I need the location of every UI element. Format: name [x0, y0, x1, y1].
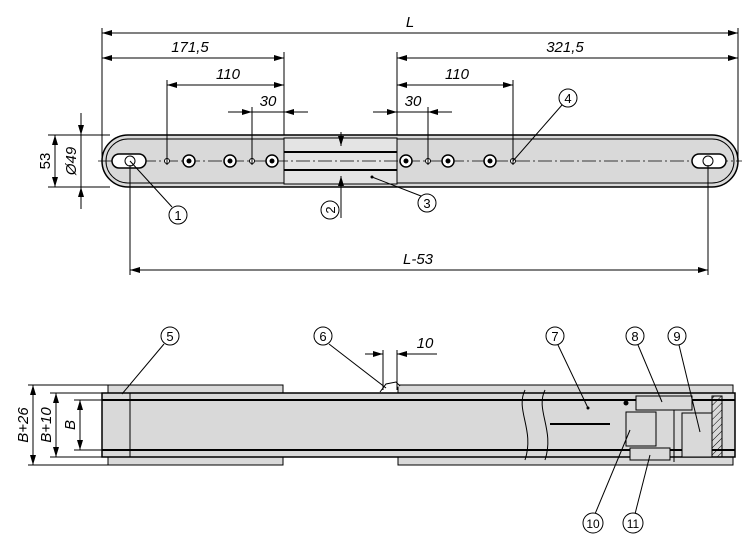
dim-diameter-49: Ø49 [63, 146, 80, 176]
dim-L-53: L-53 [403, 251, 434, 268]
part-11 [629, 447, 671, 461]
mounting-holes [164, 154, 516, 168]
callout-4 [558, 88, 578, 108]
svg-text:4: 4 [564, 91, 571, 106]
svg-text:2: 2 [323, 206, 338, 213]
svg-text:5: 5 [166, 329, 173, 344]
dim-B: B [62, 420, 79, 430]
callout-8 [625, 326, 645, 346]
slot-right [691, 153, 727, 169]
callout-1 [168, 205, 188, 225]
callout-6 [313, 326, 333, 346]
svg-text:8: 8 [631, 329, 638, 344]
callout-7 [545, 326, 565, 346]
dim-110-left: 110 [216, 66, 241, 83]
dim-171-5: 171,5 [171, 39, 209, 56]
dim-30-right: 30 [405, 93, 422, 110]
callout-3 [417, 193, 437, 213]
svg-text:7: 7 [551, 329, 558, 344]
callout-11 [622, 512, 644, 534]
svg-text:11: 11 [627, 517, 640, 531]
dim-B-plus-10: B+10 [38, 407, 55, 443]
callout-2 [320, 200, 340, 220]
svg-text:3: 3 [423, 196, 430, 211]
break-line [521, 389, 549, 461]
callout-10 [582, 512, 604, 534]
slot-left [111, 153, 147, 169]
svg-text:6: 6 [319, 329, 326, 344]
dim-110-right: 110 [445, 66, 470, 83]
top-view: L 171,5 321,5 110 110 30 30 53 Ø49 L-53 … [37, 14, 742, 275]
dim-10: 10 [417, 335, 434, 352]
svg-text:9: 9 [673, 329, 680, 344]
dim-L: L [406, 14, 414, 31]
callout-5 [160, 326, 180, 346]
callout-9 [667, 326, 687, 346]
svg-text:10: 10 [586, 517, 600, 531]
dim-321-5: 321,5 [546, 39, 584, 56]
side-view: B+26 B+10 B 10 5 6 7 8 9 10 11 [15, 326, 736, 534]
dim-B-plus-26: B+26 [15, 407, 32, 443]
part-8 [635, 395, 693, 411]
dim-30-left: 30 [260, 93, 277, 110]
svg-text:1: 1 [174, 208, 181, 223]
hatched-section [711, 395, 723, 458]
dim-53: 53 [37, 153, 54, 170]
part-10 [625, 411, 657, 447]
